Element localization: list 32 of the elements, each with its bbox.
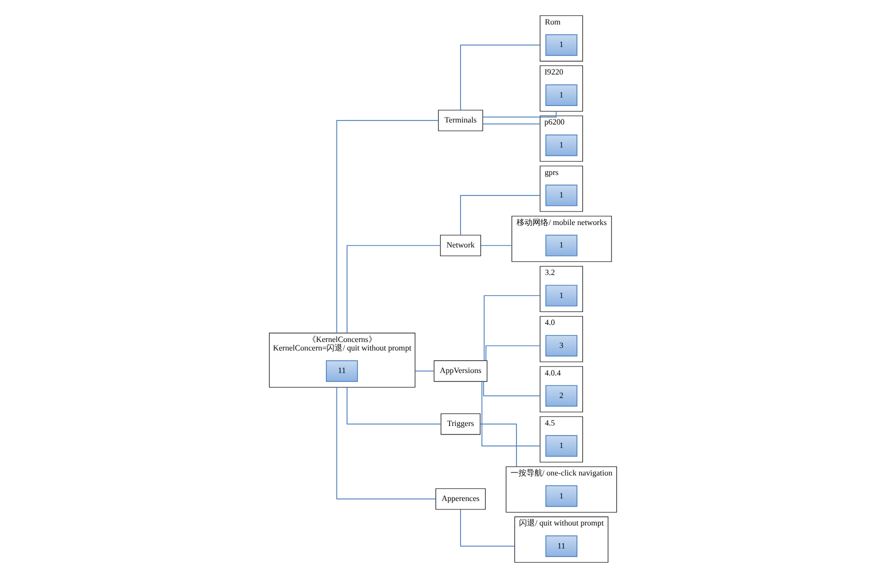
connector (482, 110, 556, 118)
connector (482, 381, 540, 396)
connector (460, 44, 540, 110)
connector (484, 345, 540, 362)
connector (336, 386, 436, 500)
connector (414, 370, 434, 372)
node-box: 1 (544, 435, 577, 457)
connector (346, 386, 441, 425)
connector (460, 509, 515, 547)
connector (346, 245, 440, 334)
node-box: Triggers (440, 413, 480, 435)
node-box: 1 (544, 34, 577, 56)
connector (460, 194, 540, 236)
node-box: Terminals (438, 110, 483, 132)
node-box: 1 (544, 284, 577, 306)
node-box: 1 (544, 84, 577, 106)
node-box: 1 (544, 134, 577, 156)
connector (336, 120, 438, 334)
connector (480, 381, 540, 446)
node-box: 11 (544, 535, 577, 558)
node-box: 1 (544, 485, 577, 507)
node-box: 11 (325, 360, 358, 382)
connector (483, 295, 540, 362)
node-box: 1 (544, 234, 577, 256)
node-box: Network (440, 234, 481, 256)
node-box: 2 (544, 385, 577, 407)
node-box: 1 (544, 184, 577, 206)
connector (479, 424, 516, 468)
connector (480, 245, 512, 246)
node-box: Apperences (435, 488, 486, 510)
node-box: 3 (544, 334, 577, 357)
node-box: AppVersions (433, 360, 487, 382)
